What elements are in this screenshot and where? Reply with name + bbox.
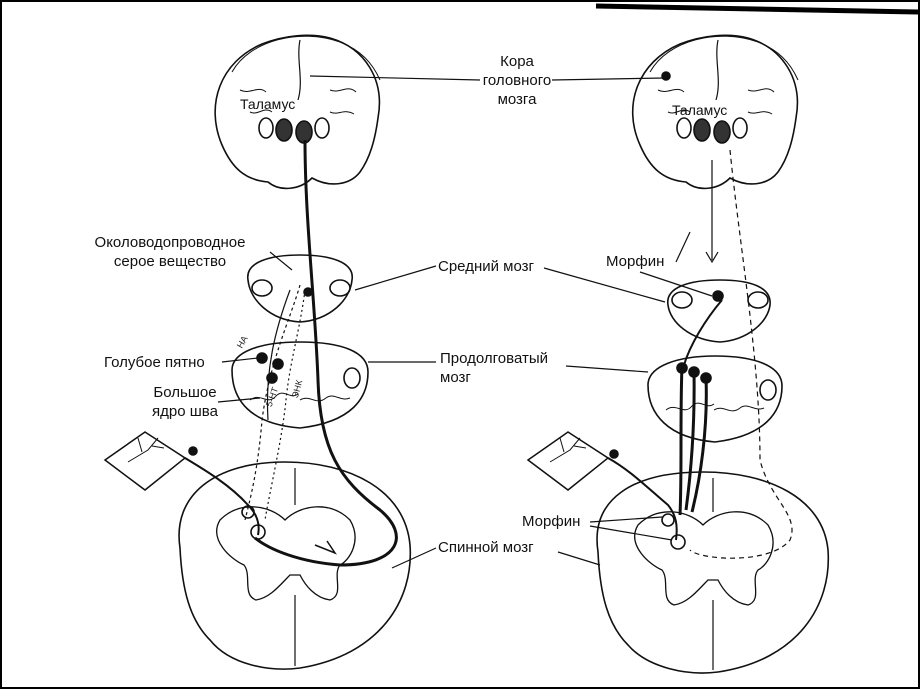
label-morphine-top: Морфин [606,253,665,270]
left-spinal-cord [178,461,412,670]
label-raphe-line1: Большое [153,384,217,401]
right-midbrain [667,279,771,343]
left-medulla [231,341,369,429]
right-gray-matter [634,511,774,606]
left-skin-patch [103,431,187,491]
label-spinal: Спинной мозг [438,539,534,556]
right-medulla [647,355,783,443]
label-midbrain: Средний мозг [438,258,534,275]
leader-morphine-top-1 [675,231,691,263]
right-fiber-3 [690,377,708,513]
top-right-bar [595,3,919,15]
left-midbrain [247,254,353,323]
label-medulla: Продолговатый мозг [440,349,570,387]
leader-medulla-right [565,365,649,373]
right-fiber-2 [684,371,696,511]
leader-locus [221,357,259,363]
right-figure [526,34,830,674]
left-brain-fold [297,39,301,101]
right-brain-arc [649,35,799,81]
right-skin-patch [526,431,610,491]
label-locus: Голубое пятно [104,354,205,371]
left-thalamus-mark [275,118,293,142]
left-sensory-fiber [184,457,260,536]
right-sensory-fiber [607,457,678,541]
right-fiber-1 [678,364,684,516]
left-figure [103,34,412,670]
leader-morphine-bottom-2 [589,525,673,541]
leader-morphine-top-2 [639,271,713,297]
label-pag-line1: Околоводопроводное [94,234,246,251]
right-midbrain-link [683,299,723,366]
leader-morphine-bottom-1 [589,516,663,523]
leader-pag [269,251,293,271]
left-ventricle-l [258,117,274,139]
label-raphe-line2: ядро шва [152,403,218,420]
left-descending-2 [266,289,291,421]
label-thalamus-right: Таламус [672,102,728,118]
leader-cortex-left [309,75,481,81]
label-raphe: Большое ядро шва [150,383,220,421]
right-brain-outline [631,34,799,190]
left-ventricle-r [314,117,330,139]
left-thalamus-mark-2 [295,120,313,144]
left-descending-3 [264,289,306,521]
right-spinal-cord [596,471,830,674]
leader-lines [217,75,713,569]
leader-midbrain-right [543,267,666,303]
left-gray-matter [216,506,356,601]
label-pag: Околоводопроводное серое вещество [80,233,260,271]
left-ascending-tract [254,139,398,567]
label-cortex-line3: мозга [497,91,537,108]
left-brain-outline [214,34,381,190]
label-medulla-line1: Продолговатый [440,350,548,367]
label-thalamus-left: Таламус [240,96,296,112]
leader-spinal-left [391,547,437,569]
label-cortex-line1: Кора [500,53,534,70]
label-medulla-line2: мозг [440,369,471,386]
label-pag-line2: серое вещество [113,253,227,270]
left-brain-arc [231,35,381,81]
label-cortex: Кора головного мозга [462,52,572,109]
right-dashed-ascend [689,149,793,559]
leader-cortex-right [551,77,665,81]
left-descending-1 [244,284,301,521]
leader-midbrain-left [354,265,437,291]
label-morphine-bottom: Морфин [522,513,581,530]
label-cortex-line2: головного [482,72,552,89]
leader-spinal-right [557,551,601,566]
right-descend-arrow [705,160,719,264]
leader-raphe [217,397,261,403]
